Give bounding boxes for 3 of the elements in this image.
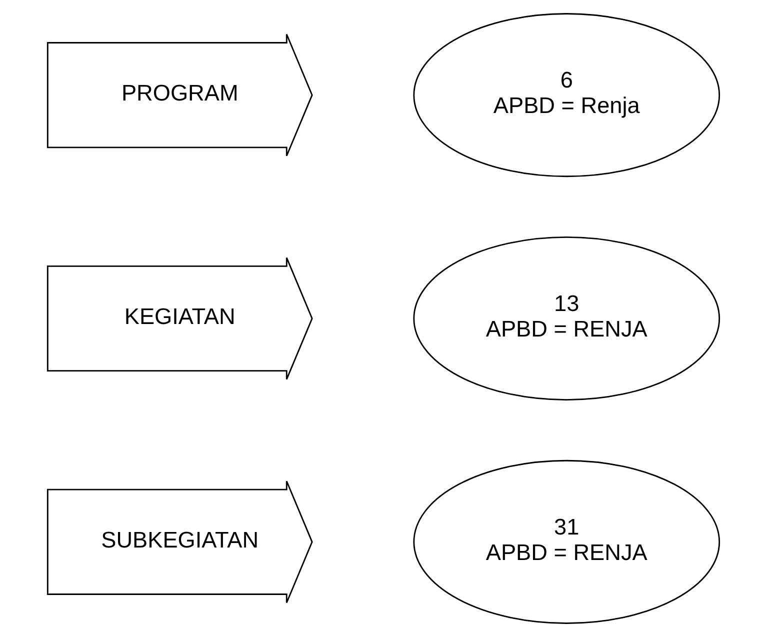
node-ellipse: 31 APBD = RENJA: [412, 460, 720, 624]
node-ellipse: 6 APBD = Renja: [412, 13, 720, 178]
node-ellipse: 13 APBD = RENJA: [412, 236, 720, 401]
